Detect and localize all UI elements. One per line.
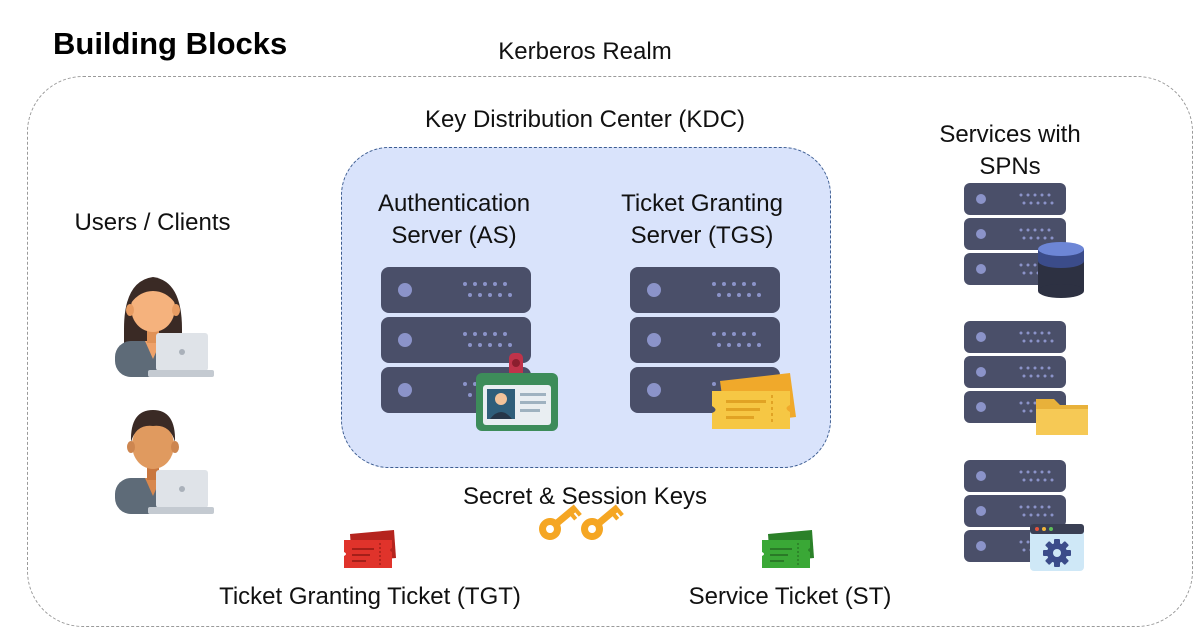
tgt-ticket-icon xyxy=(344,530,396,568)
user-male-icon xyxy=(115,410,214,514)
as-label: Authentication Server (AS) xyxy=(377,190,531,249)
ticket-icon xyxy=(712,373,796,429)
kerberos-realm-box xyxy=(27,76,1193,627)
gear-icon xyxy=(1030,524,1084,571)
tgt-label: Ticket Granting Ticket (TGT) xyxy=(219,583,521,610)
user-female-icon xyxy=(115,277,214,377)
service-database-server-icon xyxy=(964,183,1084,298)
keys-label: Secret & Session Keys xyxy=(462,483,708,510)
service-file-server-icon xyxy=(964,321,1088,435)
kdc-label: Key Distribution Center (KDC) xyxy=(424,106,746,133)
clients-label: Users / Clients xyxy=(74,209,231,236)
st-label: Service Ticket (ST) xyxy=(688,583,892,610)
id-badge-icon xyxy=(476,353,558,431)
service-app-server-icon xyxy=(964,460,1084,571)
database-icon xyxy=(1038,242,1084,298)
st-ticket-icon xyxy=(762,530,814,568)
folder-icon xyxy=(1036,399,1088,435)
ticket-granting-server-icon xyxy=(630,267,796,429)
realm-label: Kerberos Realm xyxy=(498,38,672,65)
authentication-server-icon xyxy=(381,267,558,431)
diagram-title: Building Blocks xyxy=(53,26,288,61)
services-label: Services with SPNs xyxy=(939,121,1081,180)
key-icon xyxy=(539,504,624,540)
tgs-label: Ticket Granting Server (TGS) xyxy=(621,190,783,249)
